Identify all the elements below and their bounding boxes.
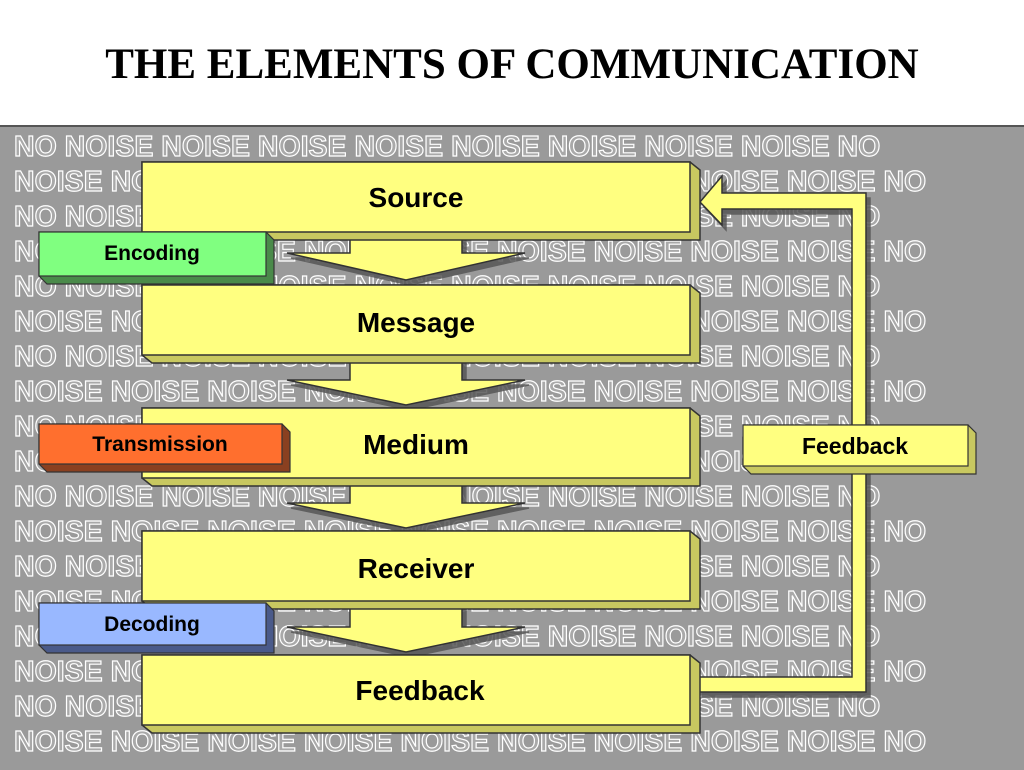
tag-transmission: Transmission bbox=[38, 423, 291, 473]
box-message-label: Message bbox=[357, 307, 475, 338]
feedback-loop-label: Feedback bbox=[802, 433, 908, 459]
feedback-loop-label-box: Feedback bbox=[742, 424, 977, 475]
box-message: Message bbox=[141, 284, 701, 364]
box-feedback: Feedback bbox=[141, 654, 701, 734]
noise-line: NOISE NOISE NOISE NOISE NOISE NOISE NOIS… bbox=[13, 375, 927, 408]
box-source-label: Source bbox=[369, 182, 464, 213]
tag-decoding: Decoding bbox=[38, 602, 275, 654]
tag-transmission-label: Transmission bbox=[92, 433, 227, 456]
box-receiver: Receiver bbox=[141, 530, 701, 610]
tag-decoding-label: Decoding bbox=[104, 613, 200, 636]
box-receiver-label: Receiver bbox=[358, 553, 475, 584]
tag-encoding-label: Encoding bbox=[104, 242, 200, 265]
slide-title: THE ELEMENTS OF COMMUNICATION bbox=[105, 41, 919, 88]
feedback-loop-arrow bbox=[697, 173, 867, 693]
box-medium-label: Medium bbox=[363, 429, 469, 460]
box-feedback-label: Feedback bbox=[355, 675, 485, 706]
tag-encoding: Encoding bbox=[38, 231, 275, 285]
box-source: Source bbox=[141, 161, 701, 241]
noise-line: NO NOISE NOISE NOISE NOISE NOISE NOISE N… bbox=[13, 130, 881, 163]
